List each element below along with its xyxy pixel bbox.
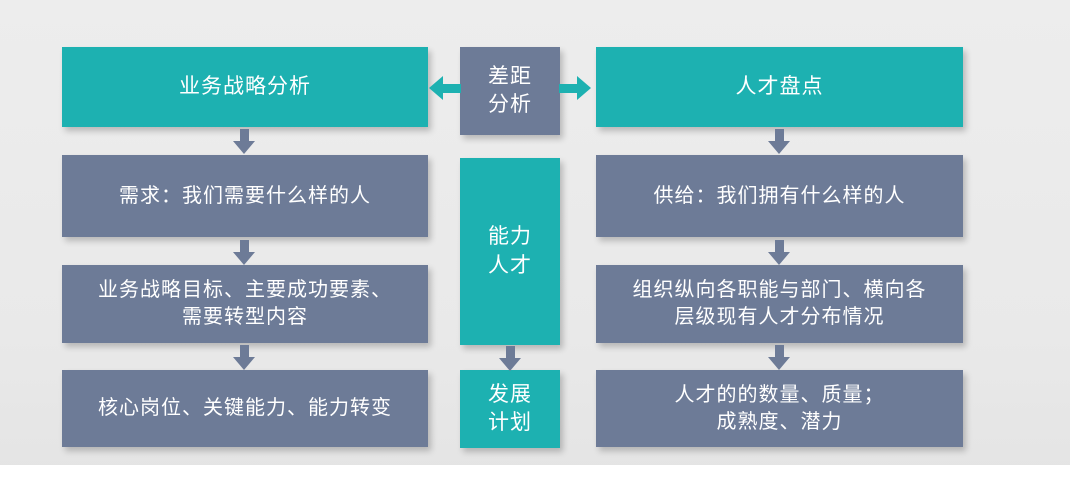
box-capability-talent: 能力 人才	[460, 158, 560, 345]
arrow-down-icon	[768, 129, 790, 154]
arrow-right-stem	[559, 83, 577, 93]
box-talent-inventory: 人才盘点	[596, 47, 963, 127]
arrow-down-stem	[774, 345, 784, 357]
arrow-down-icon	[233, 345, 255, 370]
arrow-right-icon	[559, 76, 591, 100]
arrow-left-icon	[429, 76, 461, 100]
arrow-down-head	[768, 141, 790, 154]
box-talent-quality: 人才的的数量、质量； 成熟度、潜力	[596, 370, 963, 447]
box-business-strategy-analysis: 业务战略分析	[62, 47, 428, 127]
box-core-positions: 核心岗位、关键能力、能力转变	[62, 370, 428, 447]
box-org-distribution: 组织纵向各职能与部门、横向各 层级现有人才分布情况	[596, 265, 963, 343]
box-gap-analysis: 差距 分析	[460, 47, 560, 135]
arrow-down-head	[499, 358, 521, 371]
arrow-down-icon	[499, 346, 521, 371]
arrow-down-head	[233, 252, 255, 265]
bottom-white-strip	[0, 465, 1070, 481]
arrow-left-head	[429, 76, 443, 100]
arrow-down-head	[233, 141, 255, 154]
box-strategy-goals: 业务战略目标、主要成功要素、 需要转型内容	[62, 265, 428, 343]
arrow-down-stem	[505, 346, 515, 358]
arrow-down-stem	[774, 240, 784, 252]
box-demand: 需求：我们需要什么样的人	[62, 155, 428, 237]
arrow-down-stem	[239, 240, 249, 252]
arrow-down-head	[233, 357, 255, 370]
arrow-down-stem	[239, 345, 249, 357]
arrow-down-stem	[774, 129, 784, 141]
arrow-down-icon	[233, 240, 255, 265]
arrow-down-stem	[239, 129, 249, 141]
arrow-down-head	[768, 357, 790, 370]
arrow-down-head	[768, 252, 790, 265]
arrow-down-icon	[233, 129, 255, 154]
box-development-plan: 发展 计划	[460, 370, 560, 448]
arrow-down-icon	[768, 240, 790, 265]
arrow-right-head	[577, 76, 591, 100]
arrow-down-icon	[768, 345, 790, 370]
arrow-left-stem	[443, 83, 461, 93]
box-supply: 供给：我们拥有什么样的人	[596, 155, 963, 237]
